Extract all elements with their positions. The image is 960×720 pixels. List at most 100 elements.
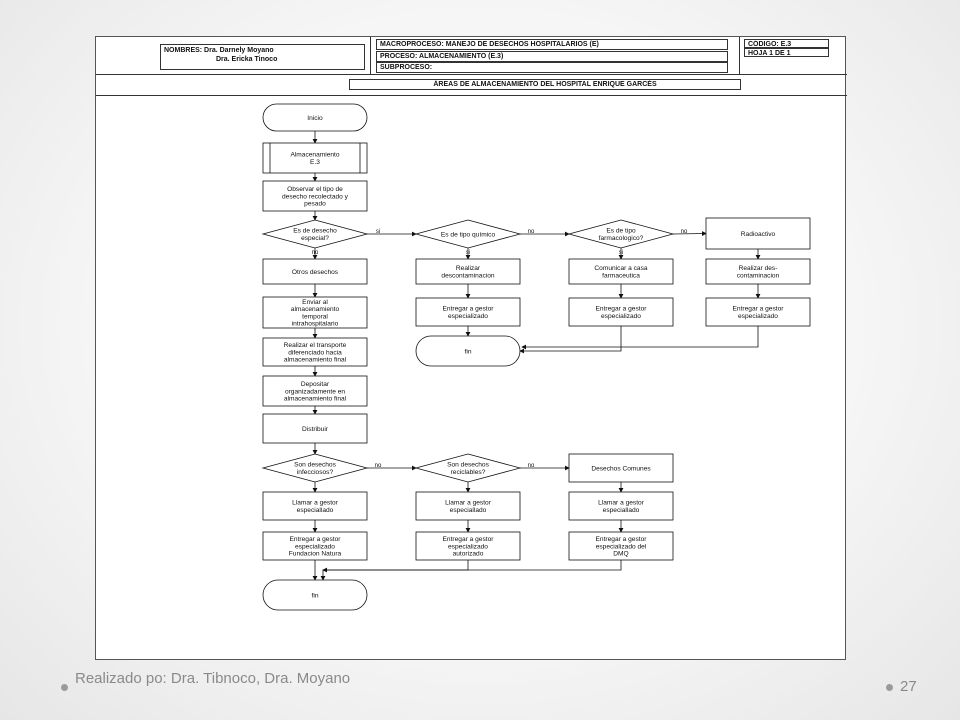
node-otros	[262, 258, 368, 285]
node-llamar1	[262, 491, 368, 521]
node-descontaminacion-shape	[415, 258, 521, 285]
area-title-box: ÁREAS DE ALMACENAMIENTO DEL HOSPITAL ENR…	[349, 79, 741, 90]
proceso-box: PROCESO: ALMACENAMIENTO (E.3)	[376, 51, 728, 62]
footer-dot-left	[61, 684, 68, 691]
node-q-especial	[261, 219, 369, 249]
hoja-box: HOJA 1 DE 1	[744, 48, 829, 57]
node-distribuir	[262, 413, 368, 444]
node-distribuir-shape	[262, 413, 368, 444]
nombres-box: NOMBRES: Dra. Darnely Moyano Dra. Ericka…	[160, 44, 365, 70]
node-observar	[262, 180, 368, 212]
node-comunes	[568, 453, 674, 483]
node-comunes-shape	[568, 453, 674, 483]
proceso-label: PROCESO: ALMACENAMIENTO (E.3)	[380, 53, 504, 60]
node-comunicar-shape	[568, 258, 674, 285]
node-entregar1	[415, 297, 521, 327]
node-entregar-dmq	[568, 531, 674, 561]
node-observar-shape	[262, 180, 368, 212]
node-descontaminacion	[415, 258, 521, 285]
node-q-quimico	[414, 219, 522, 249]
node-depositar-shape	[262, 375, 368, 407]
label-no-infecciosos: no	[375, 463, 382, 469]
edge-q_farmaco-to-radioactivo	[672, 231, 707, 236]
edge-entregar3-to-fin-top	[521, 326, 759, 350]
node-des-contaminacion-shape	[705, 258, 811, 285]
node-fin-top-shape	[415, 335, 521, 367]
node-transporte-shape	[262, 337, 368, 367]
page-number: 27	[900, 678, 917, 695]
label-no-quimico: no	[528, 229, 535, 235]
footer-dot-right	[886, 684, 893, 691]
node-distribuir-text: Distribuir	[302, 426, 329, 433]
node-entregar-dmq-shape	[568, 531, 674, 561]
node-entregar3	[705, 297, 811, 327]
label-no-especial: no	[312, 250, 319, 256]
node-fin-bottom-shape	[262, 579, 368, 611]
node-entregar2-shape	[568, 297, 674, 327]
header-divider-vertical-left	[370, 37, 371, 74]
nombres-label: NOMBRES: Dra. Darnely Moyano	[164, 47, 274, 54]
codigo-box: CÓDIGO: E.3	[744, 39, 829, 48]
node-enviar-shape	[262, 296, 368, 329]
node-q-quimico-shape	[414, 219, 522, 249]
node-fin-top-text: fin	[465, 348, 472, 355]
node-comunes-text: Desechos Comunes	[591, 465, 651, 472]
node-q-reciclables	[414, 453, 522, 483]
nombres-second: Dra. Ericka Tinoco	[216, 56, 278, 63]
node-entregar3-shape	[705, 297, 811, 327]
node-almacenamiento	[262, 142, 368, 174]
header-divider-horizontal	[96, 74, 847, 75]
macroproceso-label: MACROPROCESO: MANEJO DE DESECHOS HOSPITA…	[380, 41, 599, 48]
header-divider-bottom	[96, 95, 847, 96]
node-otros-text: Otros desechos	[292, 269, 339, 276]
node-entregar2	[568, 297, 674, 327]
label-si-farmaco: si	[619, 250, 623, 256]
node-entregar-natura	[262, 531, 368, 561]
node-q-farmaco	[567, 219, 675, 249]
node-inicio-shape	[262, 103, 368, 132]
node-q-farmaco-shape	[567, 219, 675, 249]
node-depositar	[262, 375, 368, 407]
node-enviar	[262, 296, 368, 329]
node-radioactivo	[705, 217, 811, 250]
node-q-quimico-text: Es de tipo químico	[441, 231, 496, 238]
node-fin-bottom	[262, 579, 368, 611]
label-si-especial: si	[376, 229, 380, 235]
label-no-farmaco: no	[681, 229, 688, 235]
node-inicio	[262, 103, 368, 132]
node-otros-shape	[262, 258, 368, 285]
node-entregar-natura-shape	[262, 531, 368, 561]
node-almacenamiento-shape	[262, 142, 368, 174]
node-llamar3	[568, 491, 674, 521]
node-des-contaminacion-text: Realizar des-contaminacion	[737, 265, 780, 279]
edge-entregar2-to-fin-top	[519, 326, 622, 354]
node-llamar2-shape	[415, 491, 521, 521]
codigo-label: CÓDIGO: E.3	[748, 41, 792, 48]
area-title: ÁREAS DE ALMACENAMIENTO DEL HOSPITAL ENR…	[433, 81, 657, 88]
node-q-infecciosos	[261, 453, 369, 483]
node-transporte	[262, 337, 368, 367]
node-radioactivo-shape	[705, 217, 811, 250]
node-inicio-text: Inicio	[307, 115, 323, 122]
node-des-contaminacion	[705, 258, 811, 285]
node-llamar2	[415, 491, 521, 521]
node-q-infecciosos-shape	[261, 453, 369, 483]
